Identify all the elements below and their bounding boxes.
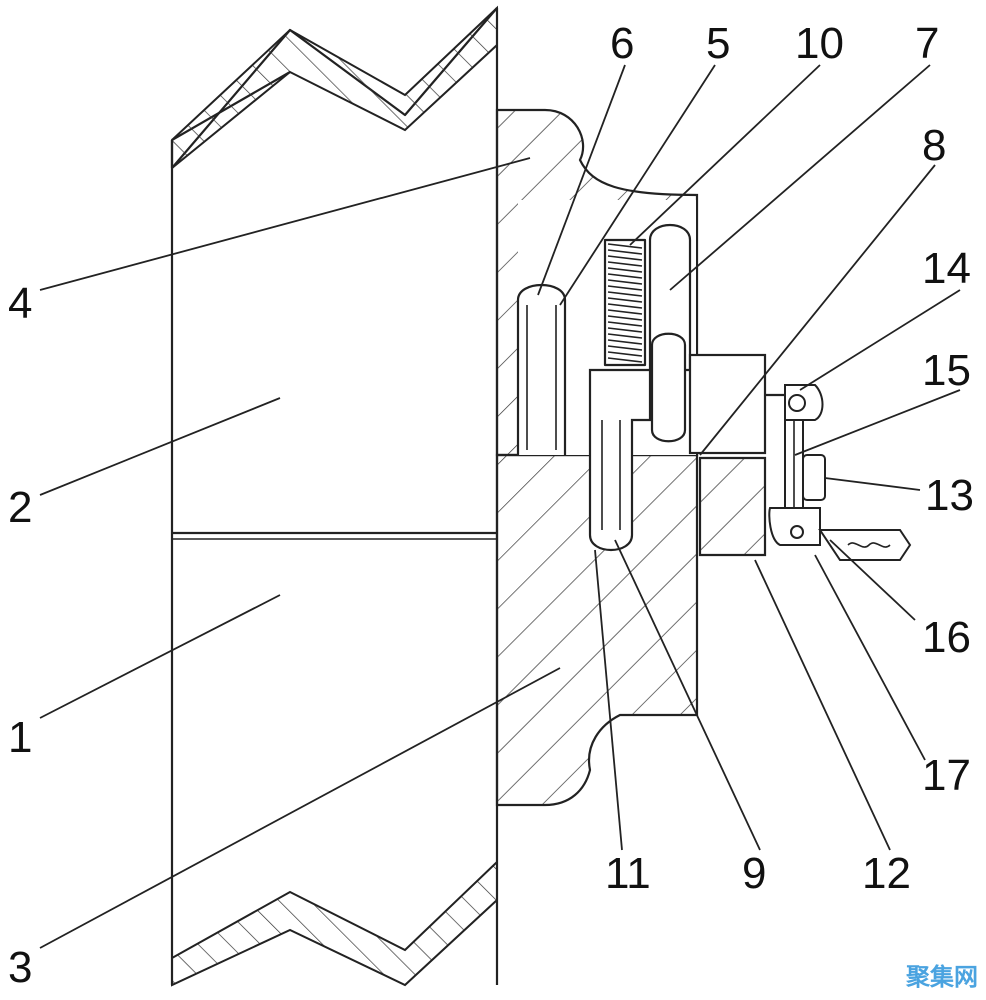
label-8: 8 (922, 121, 946, 170)
label-13: 13 (925, 471, 974, 520)
spring-coil (607, 315, 643, 321)
label-6: 6 (610, 19, 634, 68)
spring-coil (607, 243, 643, 249)
label-3: 3 (8, 943, 32, 992)
slider-block (588, 368, 652, 552)
pin-column (650, 332, 687, 443)
label-15: 15 (922, 346, 971, 395)
spring-coil (607, 321, 643, 327)
spring-coil (607, 333, 643, 339)
label-5: 5 (706, 19, 730, 68)
part-labels: 4 2 1 3 6 5 10 7 8 14 15 13 16 17 12 9 1… (8, 19, 974, 992)
clamp-lower-housing (495, 453, 699, 807)
latch-block (688, 353, 767, 455)
latch-mechanism (765, 384, 912, 561)
label-14: 14 (922, 244, 971, 293)
label-17: 17 (922, 751, 971, 800)
spring-coil (607, 267, 643, 273)
watermark: 聚集网 (905, 963, 978, 991)
base-plate (698, 456, 767, 557)
spring-coil (607, 339, 643, 345)
spring-coil (607, 327, 643, 333)
label-7: 7 (915, 19, 939, 68)
spring-coil (607, 303, 643, 309)
spring-coil (607, 285, 643, 291)
spring-coil (607, 345, 643, 351)
spring-coil (607, 357, 643, 363)
label-10: 10 (795, 19, 844, 68)
label-11: 11 (605, 849, 651, 898)
label-9: 9 (742, 849, 766, 898)
spring-coil (607, 249, 643, 255)
spring-coil (607, 351, 643, 357)
label-1: 1 (8, 713, 32, 762)
label-2: 2 (8, 483, 32, 532)
label-12: 12 (862, 849, 911, 898)
spring-coil (607, 297, 643, 303)
spring-coil (607, 273, 643, 279)
leader-lines (39, 64, 961, 949)
spring-coil (607, 255, 643, 261)
spring-coil (607, 291, 643, 297)
pipe-body (170, 5, 499, 987)
spring-coil (607, 279, 643, 285)
label-16: 16 (922, 613, 971, 662)
label-4: 4 (8, 279, 32, 328)
spring-coil (607, 309, 643, 315)
spring-coil (607, 261, 643, 267)
spring (607, 243, 643, 363)
